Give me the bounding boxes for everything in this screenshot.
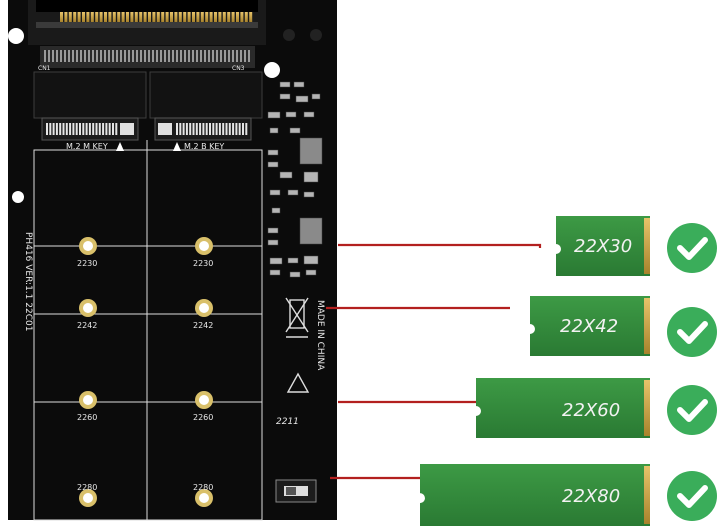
m2-module-22x42: 22X42 (530, 296, 650, 356)
standoff-hole (83, 493, 93, 503)
slide-switch (275, 479, 317, 503)
smd-component (299, 217, 323, 245)
smd-component (279, 171, 293, 179)
esd-warning-icon (286, 372, 310, 393)
m2-module-22x60: 22X60 (476, 378, 650, 438)
connector-right-label: CN3 (232, 65, 245, 72)
made-in-label: MADE IN CHINA (315, 300, 325, 371)
mount-size-label: 2230 (77, 259, 97, 268)
led (283, 29, 295, 41)
arrow-up-icon (116, 142, 124, 151)
smd-component (303, 191, 315, 198)
mount-posts: 2230 2230 2242 2242 2260 2260 2280 2280 (77, 237, 213, 507)
mount-hole (8, 28, 24, 44)
mount-hole (12, 191, 24, 203)
smd-component (305, 269, 317, 276)
silk-outline (33, 140, 263, 521)
smd-component (269, 189, 281, 196)
mount-size-label: 2260 (193, 413, 213, 422)
m2-module-22x30: 22X30 (556, 216, 650, 276)
smd-component (267, 227, 279, 234)
smd-component (269, 257, 283, 265)
smd-component (269, 127, 279, 134)
smd-component (285, 111, 297, 118)
standoff-hole (199, 303, 209, 313)
module-size-label: 22X30 (574, 236, 632, 257)
mount-hole (264, 62, 280, 78)
smd-component (267, 149, 279, 156)
m2-modules: 22X30 22X42 22X60 22X80 (420, 216, 717, 526)
m2-module-22x80: 22X80 (420, 464, 650, 526)
mount-size-label: 2242 (77, 321, 97, 330)
m2-slot-right (149, 71, 263, 141)
model-label: PH416 VER:1.1 22C01 (23, 232, 33, 331)
standoff-hole (83, 241, 93, 251)
leader-lines (326, 243, 542, 480)
standoff-hole (83, 303, 93, 313)
smd-component (279, 81, 291, 88)
module-size-label: 22X42 (560, 316, 618, 337)
smd-component (271, 207, 281, 214)
mount-size-label: 2280 (193, 483, 213, 492)
checkmark-circle-icon (667, 307, 717, 357)
standoff-hole (199, 493, 209, 503)
smd-component (303, 111, 315, 118)
module-size-label: 22X60 (562, 400, 620, 421)
smd-component (303, 171, 319, 183)
smd-component (303, 255, 319, 265)
pcb-board: CN1 CN3 M.2 M KEY M.2 B KEY 2230 2230 2242… (8, 0, 337, 521)
smd-component (267, 111, 281, 119)
standoff-hole (199, 241, 209, 251)
slot-right-label: M.2 B KEY (184, 142, 224, 151)
led (310, 29, 322, 41)
connector-left-label: CN1 (38, 65, 51, 72)
m2-slot-left (33, 71, 147, 141)
smd-component (299, 137, 323, 165)
smd-component (289, 271, 301, 278)
mount-size-label: 2260 (77, 413, 97, 422)
weee-bin-icon (285, 297, 309, 338)
smd-component (269, 269, 281, 276)
mount-size-label: 2280 (77, 483, 97, 492)
smd-component (287, 257, 299, 264)
smd-component (295, 95, 309, 103)
smd-component (279, 93, 291, 100)
smd-components (267, 81, 323, 278)
smd-component (293, 81, 305, 88)
module-size-label: 22X80 (562, 486, 620, 507)
checkmark-circle-icon (667, 385, 717, 435)
slot-left-label: M.2 M KEY (66, 142, 108, 151)
smd-component (289, 127, 301, 134)
smd-component (311, 93, 321, 100)
arrow-up-icon (173, 142, 181, 151)
smd-component (267, 161, 279, 168)
standoff-hole (199, 395, 209, 405)
smd-component (287, 189, 299, 196)
standoff-hole (83, 395, 93, 405)
mount-size-label: 2242 (193, 321, 213, 330)
checkmark-circle-icon (667, 471, 717, 521)
smd-component (267, 239, 279, 246)
sata-connector (28, 0, 266, 68)
checkmark-circle-icon (667, 223, 717, 273)
mount-size-label: 2230 (193, 259, 213, 268)
date-code: 2211 (276, 417, 299, 427)
